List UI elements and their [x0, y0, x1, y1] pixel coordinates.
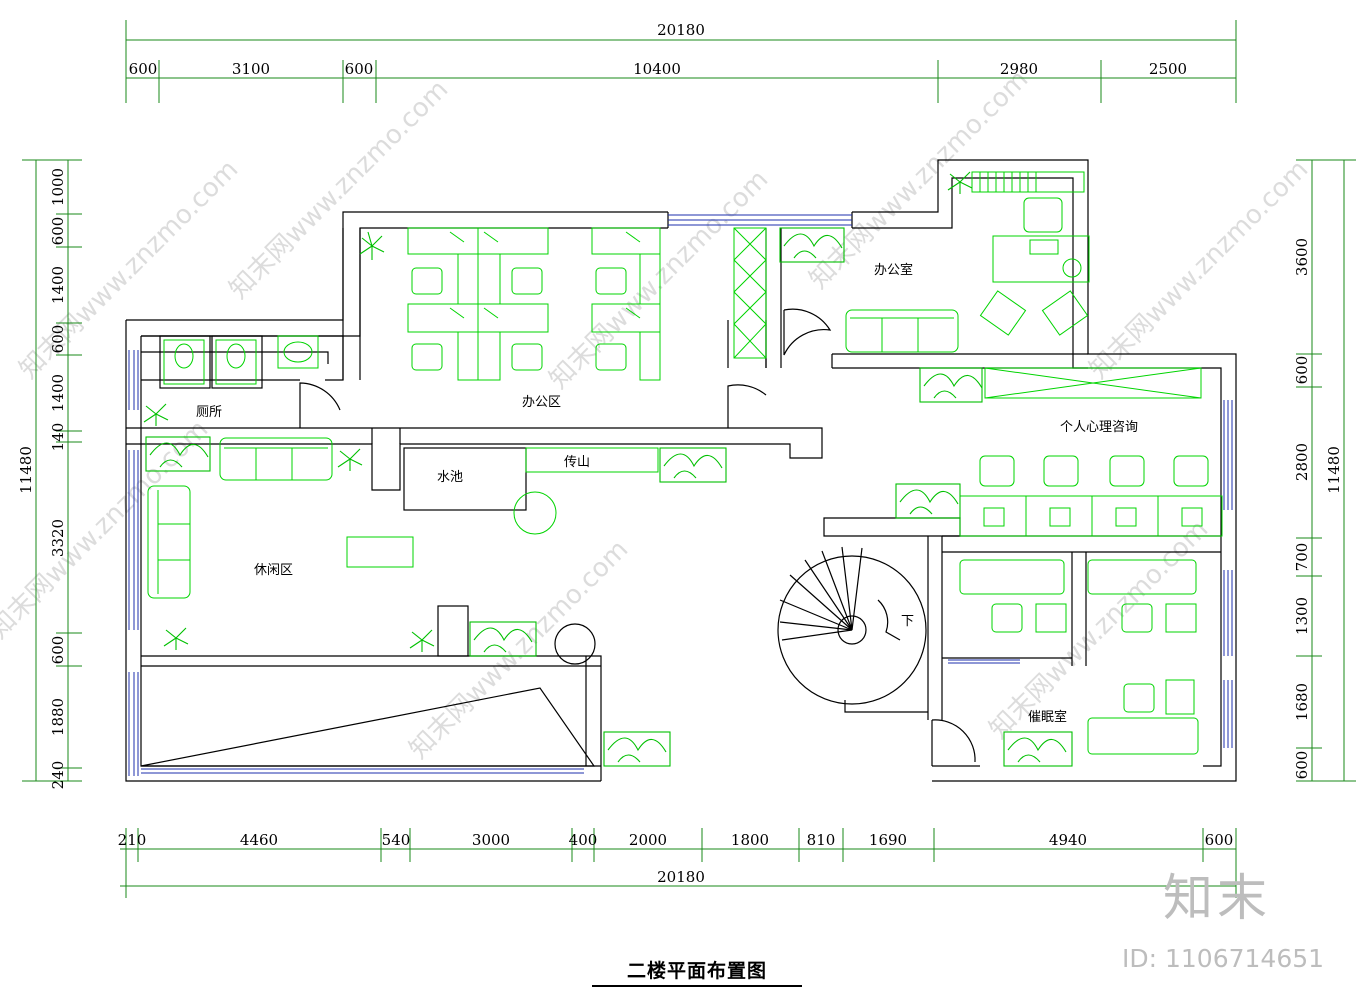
dim-right-6: 1680	[1293, 683, 1311, 721]
office-area-workstations	[407, 227, 661, 381]
office-furniture	[845, 171, 1090, 353]
dim-left-6: 140	[49, 423, 67, 452]
dim-bottom-9: 1690	[869, 831, 907, 849]
plant-box	[469, 621, 537, 657]
label-office: 办公室	[874, 262, 913, 278]
label-pool: 水池	[437, 470, 463, 485]
dim-left-7: 3320	[49, 519, 67, 557]
dim-right-5: 1300	[1293, 597, 1311, 635]
watermark-text: 知末网www.znzmo.com	[1084, 154, 1315, 385]
right-dimensions: 3600 600 2800 700 1300 1680 600 11480	[1293, 159, 1356, 782]
dim-left-8: 600	[49, 636, 67, 665]
dim-top-2: 3100	[232, 60, 270, 78]
plant-box	[145, 436, 211, 472]
dim-top-4: 10400	[633, 60, 681, 78]
dim-left-4: 600	[49, 325, 67, 354]
dim-top-5: 2980	[1000, 60, 1038, 78]
hypnosis-furniture	[959, 559, 1199, 755]
room-labels: 厕所 办公区 办公室 水池 传山 休闲区 个人心理咨询 催眠室 下	[196, 262, 1138, 725]
dim-right-3: 2800	[1293, 443, 1311, 481]
dim-left-2: 600	[49, 217, 67, 246]
plants	[143, 171, 1073, 767]
dim-bottom-10: 4940	[1049, 831, 1087, 849]
watermark-text: 知末网www.znzmo.com	[804, 64, 1035, 295]
dim-right-1: 3600	[1293, 238, 1311, 276]
dim-top-1: 600	[129, 60, 158, 78]
dim-bottom-5: 400	[569, 831, 598, 849]
spiral-staircase	[777, 546, 927, 705]
plant-icon	[409, 629, 435, 652]
label-bar: 传山	[564, 455, 590, 470]
plant-icon	[163, 627, 189, 650]
label-office-area: 办公区	[522, 395, 561, 410]
dim-left-5: 1400	[49, 374, 67, 412]
dim-top-3: 600	[345, 60, 374, 78]
label-hypnosis: 催眠室	[1028, 709, 1067, 725]
dim-right-2: 600	[1293, 356, 1311, 385]
toilet-fixtures	[163, 335, 319, 385]
office-area-door	[727, 384, 767, 428]
watermark-text: 知末网www.znzmo.com	[984, 514, 1215, 745]
dim-bottom-11: 600	[1205, 831, 1234, 849]
dim-left-10: 240	[49, 761, 67, 790]
plant-icon	[337, 448, 363, 471]
dim-right-7: 600	[1293, 751, 1311, 780]
plant-box	[779, 227, 845, 263]
plant-icon	[359, 231, 385, 260]
windows	[128, 214, 1233, 776]
hypnosis-door	[931, 719, 976, 763]
label-lounge: 休闲区	[254, 563, 293, 578]
dim-top-6: 2500	[1149, 60, 1187, 78]
page-title: 二楼平面布置图	[626, 960, 767, 982]
dim-bottom-8: 810	[807, 831, 836, 849]
office-door	[783, 308, 832, 356]
storage-cabinets	[733, 227, 1202, 399]
dim-bottom-2: 4460	[240, 831, 278, 849]
doors	[299, 308, 976, 763]
toilet-door	[299, 382, 341, 428]
watermark-brand: 知末	[1163, 869, 1271, 927]
dim-left-3: 1400	[49, 266, 67, 304]
plant-box	[919, 367, 983, 403]
lounge-furniture	[140, 437, 596, 767]
pool-area	[403, 447, 659, 535]
label-stair-down: 下	[901, 614, 914, 629]
dim-top-total: 20180	[657, 21, 705, 39]
plant-box	[1003, 731, 1073, 767]
dim-left-1: 1000	[49, 168, 67, 206]
dim-bottom-3: 540	[382, 831, 411, 849]
dim-left-9: 1880	[49, 698, 67, 736]
dim-bottom-total: 20180	[657, 868, 705, 886]
dim-left-total: 11480	[17, 446, 35, 494]
plant-box	[895, 483, 961, 519]
watermark-text: 知末网www.znzmo.com	[224, 74, 455, 305]
plant-icon	[143, 403, 169, 426]
dim-bottom-6: 2000	[629, 831, 667, 849]
left-dimensions: 11480 1000 600 1400 600 1400 140 3320 60…	[17, 159, 82, 790]
dim-right-4: 700	[1293, 543, 1311, 572]
plant-box	[603, 731, 671, 767]
label-toilet: 厕所	[196, 405, 222, 420]
title-underline	[592, 985, 802, 987]
label-counseling: 个人心理咨询	[1060, 420, 1138, 435]
dim-bottom-4: 3000	[472, 831, 510, 849]
bottom-dimensions: 210 4460 540 3000 400 2000 1800 810 1690…	[118, 828, 1237, 898]
top-dimensions: 20180 600 3100 600 10400 2980 2500	[125, 20, 1237, 103]
dim-bottom-1: 210	[118, 831, 147, 849]
plant-box	[659, 447, 727, 483]
watermark-id: ID: 1106714651	[1122, 944, 1325, 973]
watermark-text: 知末网www.znzmo.com	[544, 164, 775, 395]
dim-bottom-7: 1800	[731, 831, 769, 849]
plant-icon	[947, 171, 973, 194]
plan-title: 二楼平面布置图	[592, 956, 802, 987]
walls	[125, 159, 1237, 782]
dim-right-total: 11480	[1325, 446, 1343, 494]
